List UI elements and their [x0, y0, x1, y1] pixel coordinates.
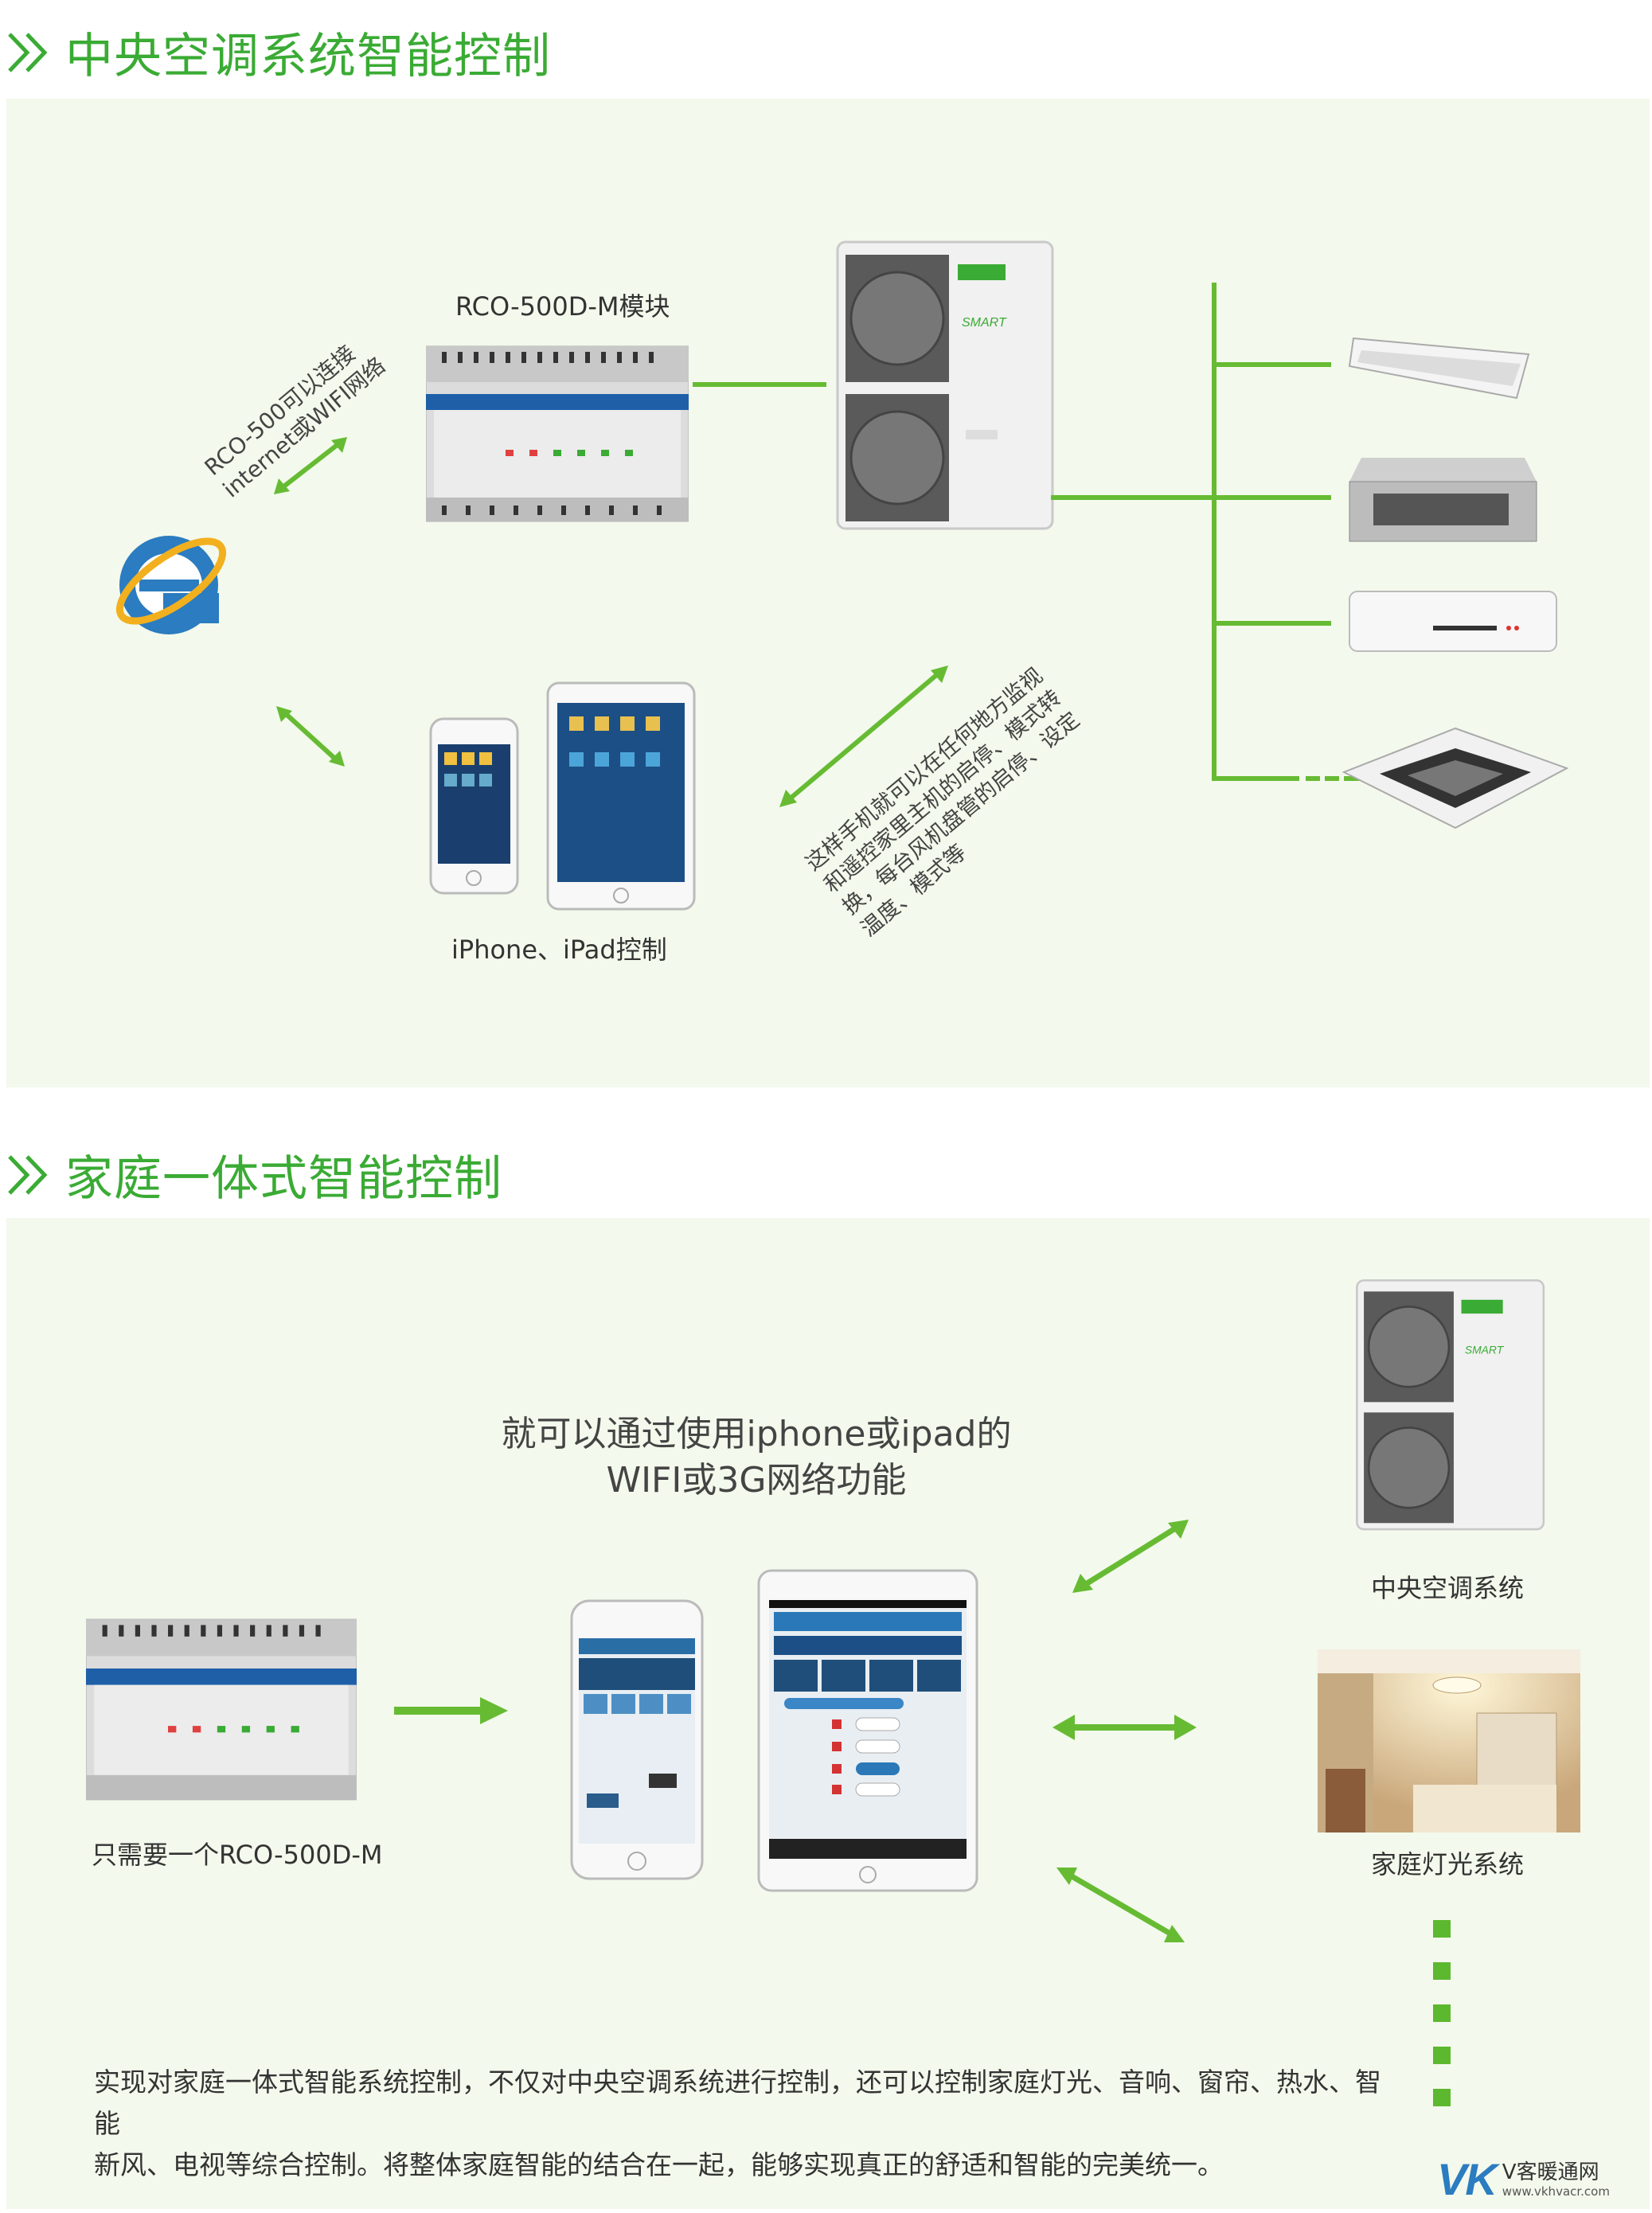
phone-control-label: iPhone、iPad控制 — [451, 935, 667, 965]
rco-module-image — [86, 1618, 357, 1801]
wifi-caption: 就可以通过使用iphone或ipad的 WIFI或3G网络功能 — [486, 1411, 1027, 1504]
right-arrow-icon — [394, 1697, 508, 1724]
bidirectional-arrow-icon — [1072, 1520, 1189, 1593]
branch-line — [1212, 621, 1331, 626]
section-header-hvac: 中央空调系统智能控制 — [6, 18, 551, 87]
home-system-description: 实现对家庭一体式智能系统控制，不仅对中央空调系统进行控制，还可以控制家庭灯光、音… — [94, 2062, 1400, 2186]
ipad-app-image — [757, 1569, 978, 1892]
ducted-unit-image — [1349, 458, 1537, 542]
central-ac-label: 中央空调系统 — [1371, 1573, 1525, 1603]
logo-mark: VK — [1437, 2154, 1498, 2204]
branch-dash — [1325, 776, 1339, 781]
branch-line — [1212, 495, 1331, 500]
branch-dash — [1306, 776, 1320, 781]
ellipsis-dot — [1433, 2089, 1451, 2106]
connector-line — [1051, 495, 1215, 500]
ellipsis-dot — [1433, 1962, 1451, 1980]
ellipsis-dot — [1433, 2047, 1451, 2064]
svg-text:SMART: SMART — [962, 316, 1007, 330]
double-chevron-icon — [8, 1154, 48, 1195]
double-chevron-icon — [8, 32, 48, 72]
bidirectional-arrow-icon — [779, 665, 948, 807]
module-label: RCO-500D-M模块 — [455, 291, 670, 322]
trunk-line — [1212, 283, 1217, 780]
site-logo[interactable]: VK V客暖通网 www.vkhvacr.com — [1437, 2153, 1610, 2205]
description-line2: 新风、电视等综合控制。将整体家庭智能的结合在一起，能够实现真正的舒适和智能的完美… — [94, 2149, 1224, 2180]
internet-explorer-icon — [115, 536, 227, 634]
cassette-ceiling-unit-image — [1348, 337, 1530, 400]
branch-line — [1212, 776, 1299, 781]
ipad-image — [546, 681, 696, 911]
bidirectional-arrow-icon — [1056, 1868, 1185, 1942]
description-line1: 实现对家庭一体式智能系统控制，不仅对中央空调系统进行控制，还可以控制家庭灯光、音… — [94, 2067, 1381, 2139]
bidirectional-arrow-icon — [1053, 1715, 1197, 1740]
outdoor-ac-unit-image: SMART — [1356, 1279, 1545, 1531]
rco-module-image — [426, 345, 689, 522]
svg-text:SMART: SMART — [1465, 1344, 1505, 1356]
bidirectional-arrow-icon — [274, 437, 347, 494]
iphone-image — [429, 717, 519, 895]
home-lighting-label: 家庭灯光系统 — [1371, 1849, 1525, 1879]
bidirectional-arrow-icon — [276, 706, 345, 767]
ellipsis-dot — [1433, 2004, 1451, 2022]
connector-line — [693, 382, 826, 387]
wifi-caption-line2: WIFI或3G网络功能 — [606, 1460, 907, 1501]
logo-text: V客暖通网 www.vkhvacr.com — [1502, 2160, 1610, 2199]
iphone-app-image — [570, 1599, 704, 1880]
logo-name: V客暖通网 — [1502, 2160, 1599, 2184]
wall-mounted-unit-image — [1349, 591, 1557, 652]
logo-url: www.vkhvacr.com — [1502, 2184, 1610, 2199]
ellipsis-dot — [1433, 1920, 1451, 1938]
section-title: 家庭一体式智能控制 — [65, 1151, 502, 1207]
branch-line — [1212, 362, 1331, 367]
lighting-room-image — [1318, 1649, 1580, 1832]
section-title: 中央空调系统智能控制 — [65, 29, 551, 84]
wifi-caption-line1: 就可以通过使用iphone或ipad的 — [501, 1414, 1012, 1454]
section-header-home: 家庭一体式智能控制 — [6, 1140, 502, 1209]
four-way-cassette-image — [1342, 727, 1569, 829]
outdoor-ac-unit-image: SMART — [836, 240, 1054, 530]
module-requirement-label: 只需要一个RCO-500D-M — [92, 1840, 383, 1870]
